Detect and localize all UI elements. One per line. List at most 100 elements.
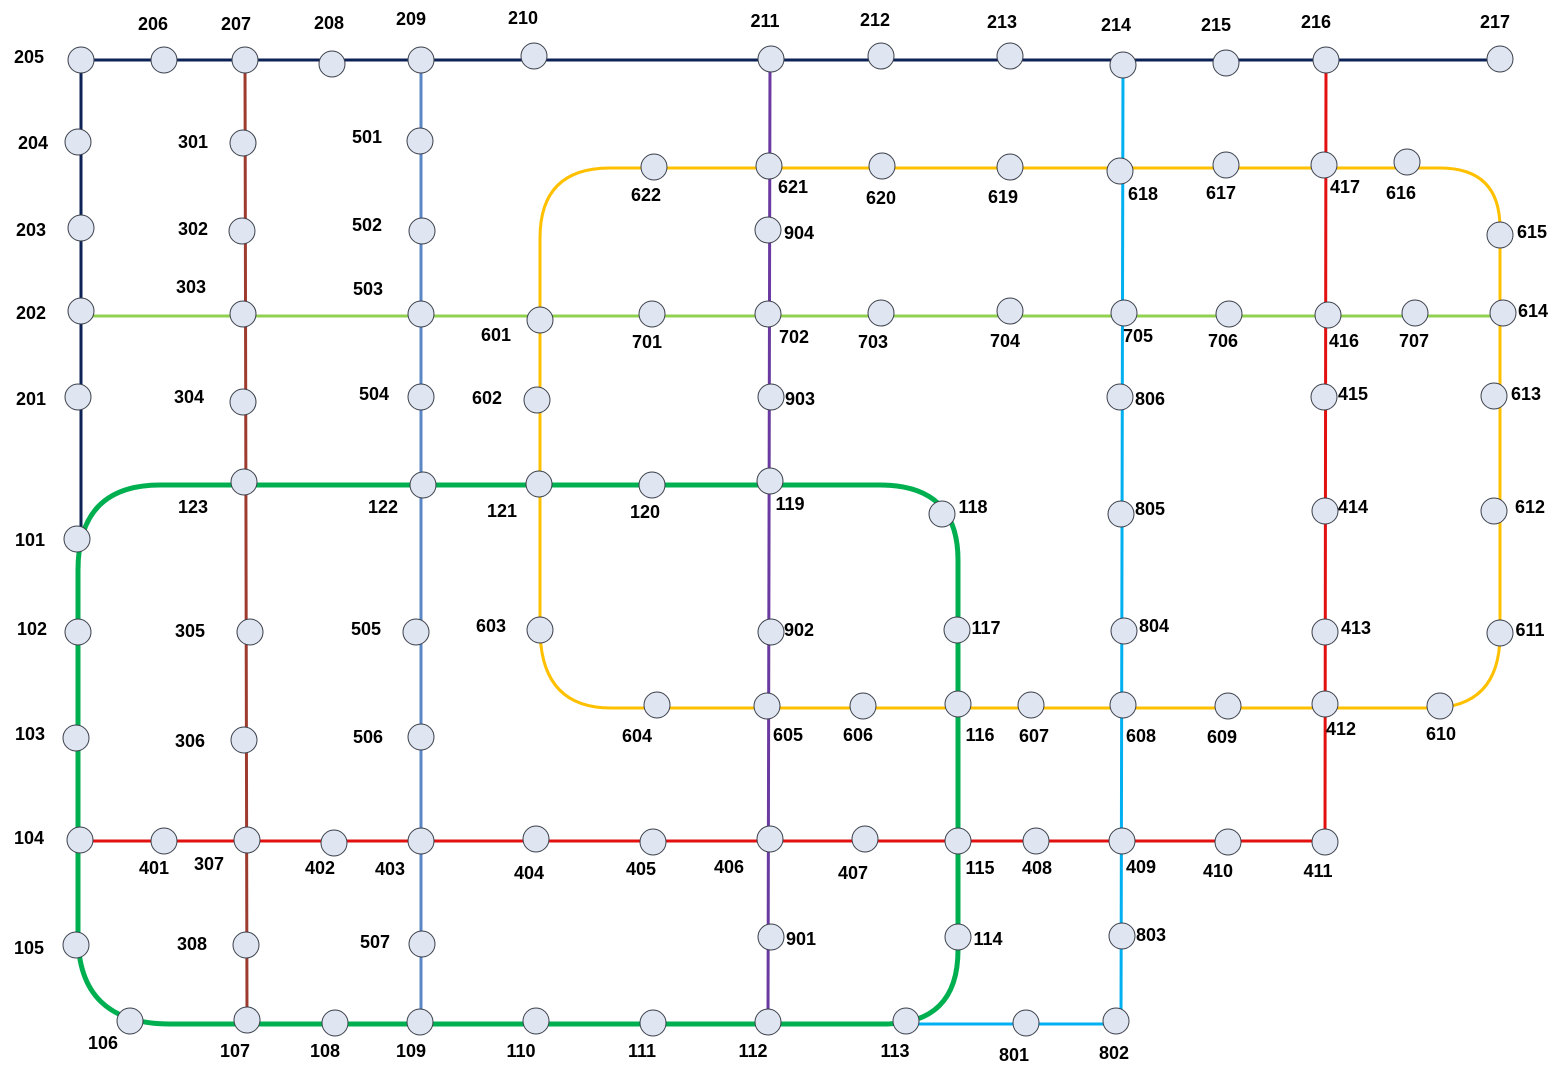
station-417 [1310,151,1338,179]
station-label-301: 301 [178,132,208,152]
station-414 [1311,497,1339,525]
station-806 [1106,383,1134,411]
station-609 [1214,692,1242,720]
station-label-404: 404 [514,863,544,883]
station-618 [1106,157,1134,185]
station-403 [407,827,435,855]
station-label-610: 610 [1426,724,1456,744]
line-600 [538,166,1502,710]
station-label-608: 608 [1126,726,1156,746]
station-label-604: 604 [622,726,652,746]
station-903 [757,383,785,411]
station-label-611: 611 [1515,620,1544,640]
station-label-622: 622 [631,185,661,205]
station-label-609: 609 [1207,727,1237,747]
station-415 [1310,383,1338,411]
station-111 [639,1009,667,1037]
station-label-416: 416 [1329,331,1359,351]
station-614 [1489,299,1517,327]
station-label-704: 704 [990,331,1020,351]
station-105 [62,931,90,959]
station-label-303: 303 [176,277,206,297]
station-103 [62,724,90,752]
station-label-216: 216 [1301,12,1331,32]
station-803 [1108,922,1136,950]
station-label-904: 904 [784,223,814,243]
station-label-417: 417 [1330,177,1360,197]
station-603 [526,616,554,644]
line-400 [78,58,1328,843]
station-611 [1486,619,1514,647]
station-701 [638,300,666,328]
station-label-401: 401 [139,858,169,878]
station-703 [867,299,895,327]
station-201 [64,383,92,411]
station-label-302: 302 [178,219,208,239]
station-label-106: 106 [88,1033,118,1053]
station-213 [996,42,1024,70]
station-label-209: 209 [396,9,426,29]
station-416 [1314,301,1342,329]
station-label-304: 304 [174,387,204,407]
station-label-112: 112 [738,1041,767,1061]
station-label-614: 614 [1518,301,1548,321]
station-label-612: 612 [1515,497,1545,517]
station-501 [406,127,434,155]
station-label-607: 607 [1019,726,1049,746]
station-label-206: 206 [138,14,168,34]
station-label-603: 603 [476,616,506,636]
station-606 [849,692,877,720]
station-616 [1393,148,1421,176]
station-506 [407,723,435,751]
station-label-408: 408 [1022,858,1052,878]
stations-layer [62,42,1517,1037]
station-label-410: 410 [1203,861,1233,881]
station-203 [67,214,95,242]
station-label-802: 802 [1099,1043,1129,1063]
station-label-121: 121 [487,501,517,521]
line-800 [904,63,1125,1026]
station-123 [230,468,258,496]
station-707 [1401,299,1429,327]
station-label-110: 110 [506,1041,535,1061]
station-label-111: 111 [628,1041,656,1061]
line-100 [75,482,961,1027]
station-401 [150,827,178,855]
station-108 [321,1009,349,1037]
station-label-205: 205 [14,47,44,67]
station-label-204: 204 [18,133,48,153]
station-610 [1426,692,1454,720]
station-705 [1110,299,1138,327]
station-label-102: 102 [17,619,47,639]
station-212 [867,42,895,70]
station-605 [753,692,781,720]
station-412 [1311,690,1339,718]
line-300 [243,58,249,1022]
station-label-705: 705 [1123,326,1153,346]
station-112 [754,1008,782,1036]
station-label-605: 605 [773,725,803,745]
station-label-702: 702 [779,327,809,347]
station-604 [643,691,671,719]
station-label-502: 502 [352,215,382,235]
station-613 [1480,382,1508,410]
station-label-414: 414 [1338,497,1368,517]
station-612 [1480,497,1508,525]
station-507 [408,930,436,958]
station-307 [233,826,261,854]
station-label-501: 501 [352,127,382,147]
station-406 [756,825,784,853]
line-900 [766,57,772,1024]
station-label-120: 120 [630,502,660,522]
station-205 [67,46,95,74]
station-601 [526,306,554,334]
station-label-606: 606 [843,725,873,745]
station-217 [1486,45,1514,73]
station-101 [63,525,91,553]
station-308 [232,931,260,959]
station-label-412: 412 [1326,719,1356,739]
station-107 [233,1006,261,1034]
station-label-506: 506 [353,727,383,747]
